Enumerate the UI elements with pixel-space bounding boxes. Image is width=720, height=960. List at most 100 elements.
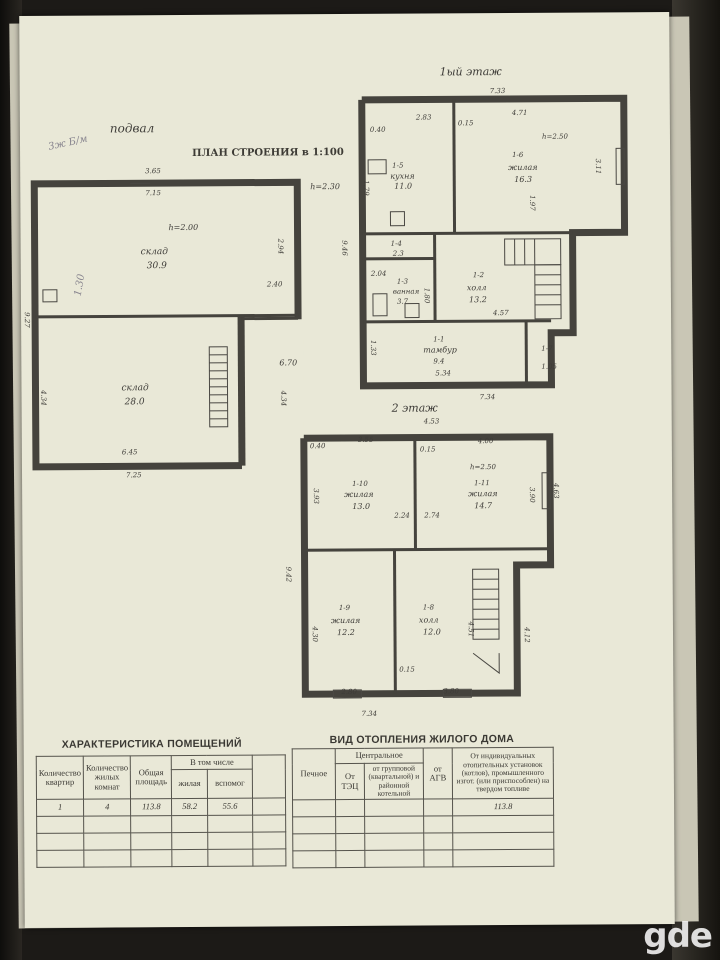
floor2-room-area: 14.7 — [474, 501, 493, 511]
table-row: 113.8 — [292, 798, 554, 817]
floor1-dim: 4.57 — [493, 309, 509, 318]
floor1-dim: 7.34 — [479, 393, 496, 402]
floor1-dim: 1.80 — [422, 287, 431, 304]
characteristics-title: ХАРАКТЕРИСТИКА ПОМЕЩЕНИЙ — [61, 737, 242, 751]
label-floor2: 2 этаж — [391, 401, 438, 415]
floor1-height-note: h=2.30 — [310, 182, 340, 192]
floor1-room-num: 1-1 — [433, 335, 445, 344]
table-row — [292, 815, 554, 834]
floor1-room-name: тамбур — [423, 345, 457, 355]
basement-room2-name: склад — [121, 383, 149, 394]
basement-plan — [30, 178, 305, 472]
floor2-dim: 3.93 — [311, 488, 321, 505]
cell-aux: 55.6 — [207, 798, 253, 816]
col-agv: от АГВ — [423, 747, 453, 800]
floor1-dim: 7.33 — [489, 87, 506, 96]
side-dim: 6.70 — [279, 358, 298, 368]
floor1-room-name: ванная — [392, 287, 420, 296]
basement-room1-height: h=2.00 — [168, 222, 199, 233]
floor2-dim: 4.00 — [477, 437, 494, 446]
basement-dim: 9.27 — [22, 312, 31, 328]
floor1-dim: 0.40 — [369, 125, 386, 134]
floor1-dim: 2.83 — [415, 113, 432, 122]
floor1-stairs — [504, 238, 562, 320]
heating-title: ВИД ОТОПЛЕНИЯ ЖИЛОГО ДОМА — [329, 732, 515, 747]
floor1-room-area: 13.2 — [468, 295, 487, 305]
floor2-room-num: 1-10 — [352, 479, 368, 488]
plan-title: ПЛАН СТРОЕНИЯ в 1:100 — [192, 147, 344, 159]
cell-apartments: 1 — [36, 799, 84, 817]
floor2-dim: 2.80 — [341, 687, 357, 697]
floor1-room-area: 3.7 — [396, 297, 409, 306]
col-tec: От ТЭЦ — [335, 763, 365, 800]
col-total: Общая площадь — [130, 755, 172, 799]
floor1-plan — [358, 94, 629, 390]
floor-plan-sheet: ПЛАН СТРОЕНИЯ в 1:100 подвал 1ый этаж 2 … — [19, 12, 675, 928]
table-row — [36, 831, 286, 851]
floor2-plan — [300, 433, 555, 699]
floor2-dim: 4.12 — [522, 627, 531, 643]
floor-plans-drawing — [30, 94, 629, 699]
floor2-dim: 2.74 — [424, 511, 440, 520]
basement-dim: 4.34 — [279, 390, 288, 407]
table-row — [292, 849, 554, 868]
characteristics-table: Количество квартир Количество жилых комн… — [36, 754, 287, 868]
floor2-dim: 4.30 — [310, 626, 319, 643]
floor2-dim: 2.24 — [394, 511, 410, 520]
floor1-room-num: 1-4 — [390, 239, 402, 248]
table-row — [36, 814, 286, 834]
floor2-room-num: 1-9 — [338, 603, 351, 613]
basement-dim: 7.25 — [126, 471, 142, 480]
label-basement: подвал — [109, 121, 155, 136]
floor1-room-area: 2.3 — [392, 249, 404, 258]
basement-dim: 2.40 — [266, 280, 283, 289]
cell-rooms: 4 — [83, 798, 131, 817]
floor1-room-name: кухня — [390, 171, 415, 181]
col-central: Центральное — [335, 748, 424, 764]
basement-dim: 2.94 — [276, 238, 285, 255]
floor1-dim: 0.15 — [457, 119, 474, 128]
col-living: жилая — [171, 769, 208, 799]
floor1-dim: 2.04 — [370, 269, 387, 278]
floor2-room-num: 1-11 — [474, 479, 490, 488]
col-aux: вспомог — [207, 769, 253, 799]
basement-partition — [35, 313, 299, 319]
watermark-logo: gde — [643, 916, 713, 956]
floor1-room-area: 11.0 — [394, 181, 413, 191]
floor1-dim: 9.46 — [340, 240, 349, 256]
floor2-room-area: 12.0 — [422, 627, 441, 637]
floor2-dim: 7.34 — [361, 709, 378, 718]
floor1-room-num: 1-6 — [512, 150, 524, 159]
cell-total: 113.8 — [130, 798, 172, 816]
basement-stairs — [208, 346, 229, 428]
table-row: 1 4 113.8 58.2 55.6 — [36, 797, 286, 817]
col-rooms: Количество жилых комнат — [83, 755, 131, 800]
floor2-dim: 9.42 — [284, 566, 293, 583]
floor2-dim: 0.40 — [309, 442, 326, 451]
floor2-dim: 3.80 — [443, 687, 459, 696]
floor2-dim: 3.55 — [357, 435, 374, 444]
basement-step-wall — [237, 315, 246, 466]
col-including: В том числе — [171, 755, 253, 770]
floor1-dim: 1.33 — [369, 340, 378, 356]
col-individual: От индивидуальных отопительных установок… — [452, 747, 554, 799]
basement-dim: 3.65 — [145, 167, 161, 176]
col-group: от групповой (квартальной) и районной ко… — [364, 763, 424, 800]
floor1-room-area: 9.4 — [433, 357, 445, 366]
cell-living: 58.2 — [171, 798, 208, 816]
floor2-dim: 0.15 — [399, 665, 415, 674]
floor2-room-num: 1-8 — [422, 603, 435, 612]
heating-table: Печное Центральное от АГВ От индивидуаль… — [292, 747, 555, 869]
basement-dim: 7.15 — [145, 189, 161, 198]
floor2-dim: 4.63 — [551, 482, 560, 499]
basement-dim: 6.45 — [121, 448, 138, 457]
floor1-dim: 1.79 — [362, 180, 371, 196]
floor2-dim: 4.53 — [423, 417, 440, 426]
floor1-outer-wall — [358, 94, 629, 390]
floor1-room-num: 1-3 — [396, 277, 409, 286]
floor1-room-name: жилая — [508, 162, 538, 173]
cell-individual: 113.8 — [452, 798, 554, 816]
col-apartments: Количество квартир — [36, 756, 84, 800]
basement-room2-area: 28.0 — [124, 397, 145, 408]
basement-room1-name: склад — [140, 247, 168, 258]
